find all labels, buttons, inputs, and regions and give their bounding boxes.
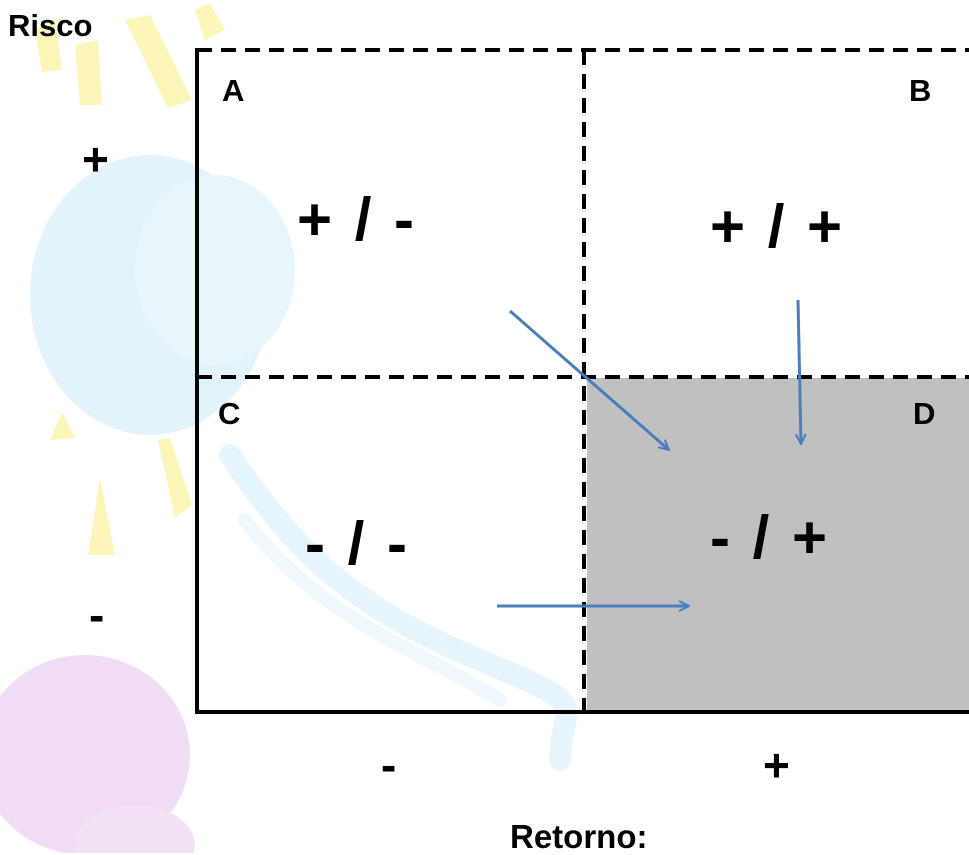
watermark-ray	[125, 15, 192, 108]
y-axis-high-label: +	[82, 133, 109, 185]
arrow-a-to-d	[509, 309, 669, 450]
quadrant-a-sign: + / -	[297, 186, 418, 253]
watermark-swirl	[219, 444, 578, 771]
x-axis-high-label: +	[763, 739, 790, 791]
watermark-ray	[35, 18, 62, 72]
watermark-ray	[75, 40, 102, 105]
quadrant-d-sign: - / +	[710, 504, 831, 571]
quadrant-a-letter: A	[222, 73, 245, 108]
watermark-ray	[50, 412, 75, 440]
y-axis-title: Risco	[8, 8, 93, 43]
quadrant-b-sign: + / +	[710, 193, 846, 260]
watermark-purple-blob	[75, 805, 195, 853]
watermark-ray	[158, 438, 192, 518]
quadrant-d-letter: D	[913, 396, 936, 431]
y-axis-low-label: -	[89, 589, 105, 641]
watermark-blue-blob	[135, 175, 295, 365]
arrow-b-to-d	[798, 299, 801, 444]
watermark-purple-blob	[0, 655, 190, 853]
x-axis-low-label: -	[381, 739, 397, 791]
quadrant-b-letter: B	[909, 73, 932, 108]
watermark-ray	[88, 478, 115, 555]
watermark-ray	[195, 3, 225, 40]
x-axis-title: Retorno:	[510, 818, 648, 855]
quadrant-c-sign: - / -	[305, 510, 410, 577]
watermark-swirl	[238, 513, 507, 707]
background-watermark	[0, 3, 578, 853]
quadrant-c-letter: C	[218, 396, 241, 431]
